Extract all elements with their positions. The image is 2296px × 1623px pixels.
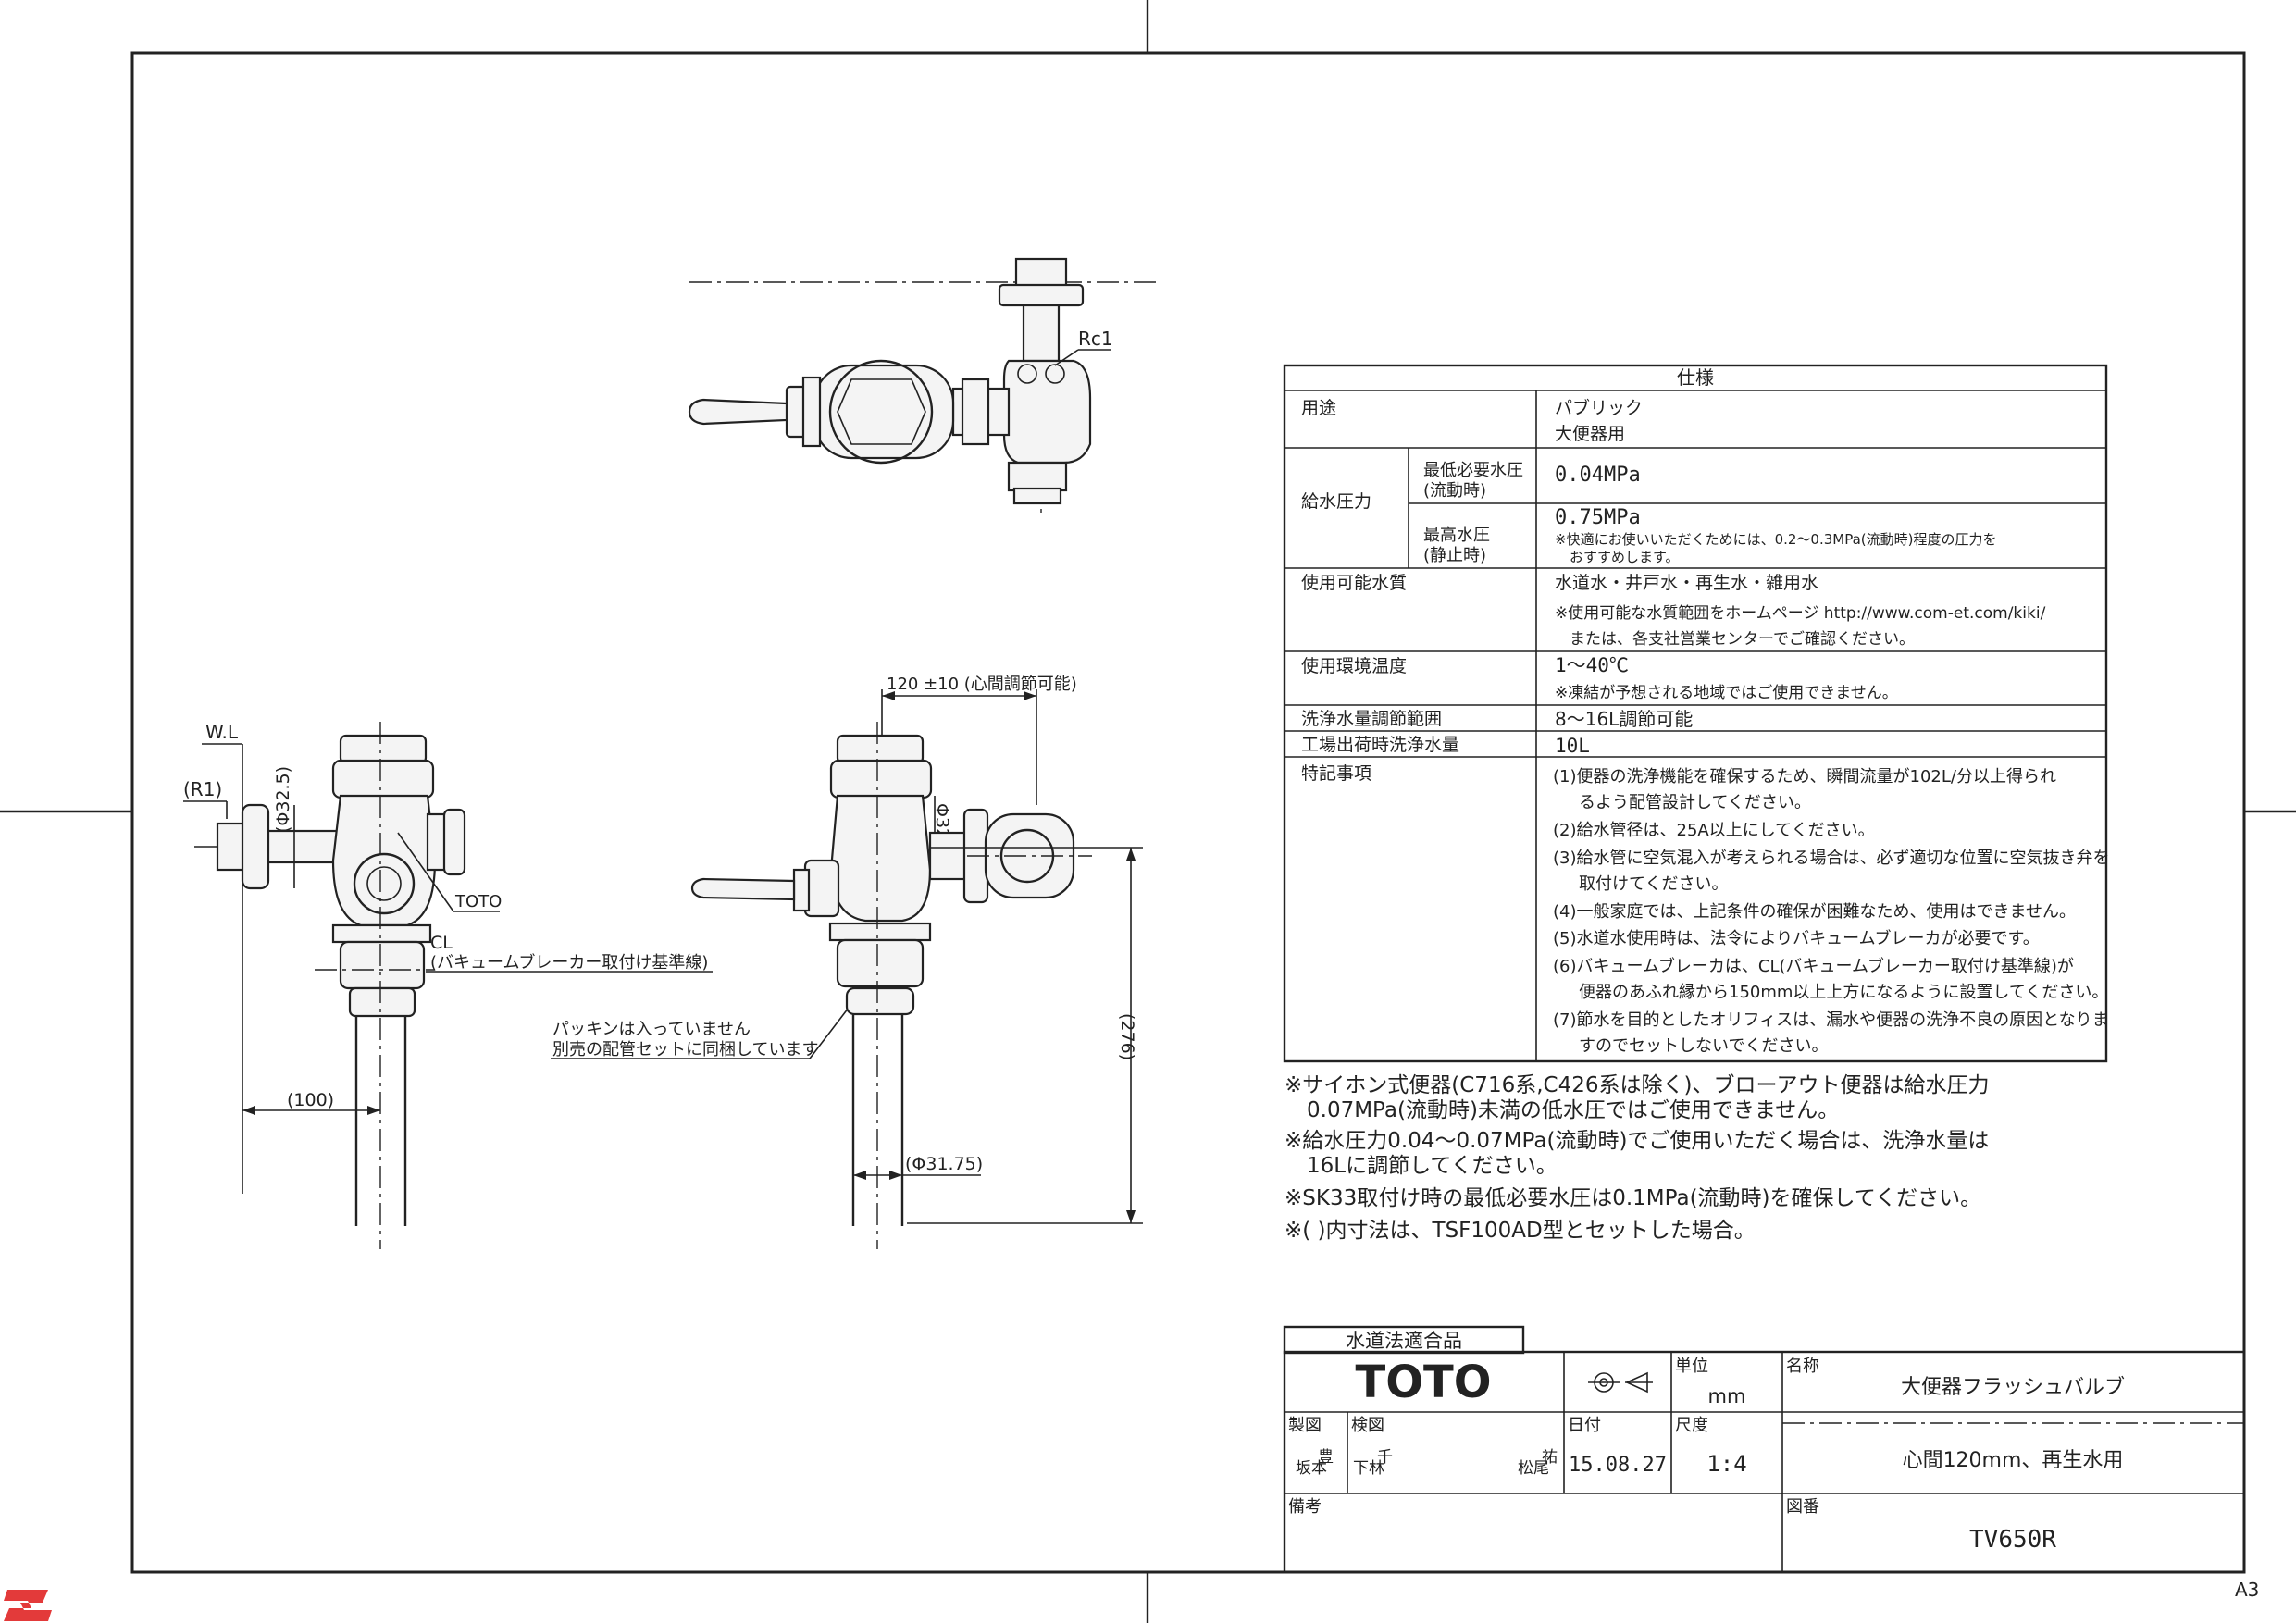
label-cl-note: (バキュームブレーカー取付け基準線) (430, 952, 708, 973)
scale-label: 尺度 (1675, 1416, 1708, 1435)
footnote: 0.07MPa(流動時)未満の低水圧ではご使用できません。 (1307, 1098, 1839, 1122)
special-note: (2)給水管径は、25A以上にしてください。 (1553, 821, 1875, 840)
special-note: (6)バキュームブレーカは、CL(バキュームブレーカー取付け基準線)が (1553, 956, 2074, 976)
special-note: (3)給水管に空気混入が考えられる場合は、必ず適切な位置に空気抜き弁を (1553, 849, 2110, 868)
special-note: (5)水道水使用時は、法令によりバキュームブレーカが必要です。 (1553, 928, 2040, 948)
spec-value: 0.04MPa (1555, 464, 1641, 487)
spec-value: パブリック (1555, 397, 1643, 418)
drawn-label: 製図 (1288, 1416, 1322, 1435)
spec-label-factory: 工場出荷時洗浄水量 (1301, 735, 1459, 755)
drawn-name: 坂本 (1296, 1459, 1327, 1478)
spec-note: ※快適にお使いいただくためには、0.2〜0.3MPa(流動時)程度の圧力を (1555, 531, 1997, 548)
top-view: Rc1 (688, 257, 1157, 518)
label-toto: TOTO (454, 892, 502, 911)
approved-name: 祐 (1542, 1448, 1558, 1467)
projection-symbol-icon (1588, 1371, 1653, 1394)
unit-label: 単位 (1675, 1357, 1708, 1376)
special-note: (1)便器の洗浄機能を確保するため、瞬間流量が102L/分以上得られ (1553, 767, 2056, 787)
special-note: るよう配管設計してください。 (1579, 793, 1811, 812)
approval-label: 水道法適合品 (1346, 1330, 1462, 1352)
spec-note: ※凍結が予想される地域ではご使用できません。 (1555, 683, 1898, 702)
product-name: 大便器フラッシュバルブ (1901, 1376, 2125, 1399)
spec-label-special: 特記事項 (1301, 763, 1371, 784)
spec-sublabel: 最高水圧 (1423, 526, 1490, 545)
spec-label-water: 使用可能水質 (1301, 573, 1407, 593)
spec-sublabel: (流動時) (1423, 481, 1486, 501)
date-value: 15.08.27 (1569, 1454, 1667, 1477)
spec-value: 大便器用 (1555, 424, 1625, 444)
spec-note: ※使用可能な水質範囲をホームページ http://www.com-et.com/… (1555, 603, 2046, 623)
label-side-d325: (Φ32.5) (273, 766, 293, 833)
label-centre-distance: 120 ±10 (心間調節可能) (887, 675, 1077, 694)
spec-table: 仕様 用途 パブリック 大便器用 給水圧力 最低必要水圧 (流動時) 0.04M… (1283, 364, 2110, 1063)
spec-value: 0.75MPa (1555, 506, 1641, 529)
approved-name: 松尾 (1518, 1459, 1549, 1478)
drawing-number: TV650R (1969, 1526, 2056, 1554)
footnote: ※給水圧力0.04〜0.07MPa(流動時)でご使用いただく場合は、洗浄水量は (1285, 1129, 1989, 1153)
spec-label-pressure: 給水圧力 (1301, 491, 1371, 512)
label-100: (100) (287, 1090, 334, 1110)
checked-name: 下林 (1353, 1459, 1384, 1478)
spec-title: 仕様 (1677, 366, 1714, 389)
special-note: 取付けてください。 (1579, 874, 1728, 894)
name-label: 名称 (1786, 1357, 1819, 1376)
spec-note: または、各支社営業センターでご確認ください。 (1570, 630, 1915, 649)
label-rc1: Rc1 (1078, 328, 1113, 350)
product-subname: 心間120mm、再生水用 (1903, 1449, 2124, 1472)
spec-label-temp: 使用環境温度 (1301, 656, 1407, 676)
toto-logo: TOTO (1355, 1357, 1491, 1408)
special-note: 便器のあふれ縁から150mm以上上方になるように設置してください。 (1579, 983, 2108, 1002)
checked-label: 検図 (1351, 1416, 1384, 1435)
footnote: ※( )内寸法は、TSF100AD型とセットした場合。 (1285, 1219, 1756, 1243)
footnote: ※SK33取付け時の最低必要水圧は0.1MPa(流動時)を確保してください。 (1285, 1186, 1981, 1210)
spec-label-use: 用途 (1301, 398, 1336, 418)
special-note: (4)一般家庭では、上記条件の確保が困難なため、使用はできません。 (1553, 902, 2076, 922)
title-block: 水道法適合品 TOTO 単位 mm 名称 大便器フラッシュバルブ 心間120mm… (1283, 1325, 2246, 1574)
spec-value: 水道水・井戸水・再生水・雑用水 (1555, 573, 1818, 593)
spec-value: 10L (1555, 735, 1590, 757)
date-label: 日付 (1568, 1416, 1601, 1435)
label-d3175: (Φ31.75) (905, 1154, 983, 1174)
side-view: W.L (R1) (Φ32.5) TOTO (183, 721, 852, 1249)
drawing-no-label: 図番 (1786, 1497, 1819, 1517)
front-view: 120 ±10 (心間調節可能) Φ32.5 (276 (690, 675, 1143, 1249)
footnote: ※サイホン式便器(C716系,C426系は除く)、ブローアウト便器は給水圧力 (1285, 1073, 1990, 1097)
scale-value: 1:4 (1706, 1451, 1746, 1477)
spec-sublabel: (静止時) (1423, 546, 1486, 565)
label-wl: W.L (205, 721, 239, 743)
special-note: すのでセットしないでください。 (1579, 1036, 1828, 1056)
label-cl: CL (430, 933, 453, 953)
spec-value: 8〜16L調節可能 (1555, 708, 1693, 730)
label-r1: (R1) (183, 778, 222, 800)
spec-label-range: 洗浄水量調節範囲 (1301, 709, 1442, 729)
unit-value: mm (1708, 1385, 1746, 1407)
drawn-name: 豊 (1318, 1448, 1334, 1467)
paper-size-label: A3 (2235, 1579, 2259, 1601)
packing-note-2: 別売の配管セットに同梱しています (552, 1040, 818, 1059)
label-276: (276) (1117, 1013, 1137, 1060)
spec-note: おすすめします。 (1570, 549, 1680, 565)
packing-note-1: パッキンは入っていません (552, 1020, 751, 1039)
special-note: (7)節水を目的としたオリフィスは、漏水や便器の洗浄不良の原因となりま (1553, 1010, 2109, 1030)
corner-logo-icon (4, 1590, 52, 1621)
remarks-label: 備考 (1288, 1497, 1322, 1517)
footnotes: ※サイホン式便器(C716系,C426系は除く)、ブローアウト便器は給水圧力 0… (1285, 1073, 1990, 1243)
spec-value: 1〜40℃ (1555, 654, 1629, 676)
checked-name: 千 (1377, 1448, 1393, 1467)
spec-sublabel: 最低必要水圧 (1423, 461, 1523, 480)
footnote: 16Lに調節してください。 (1307, 1154, 1558, 1178)
